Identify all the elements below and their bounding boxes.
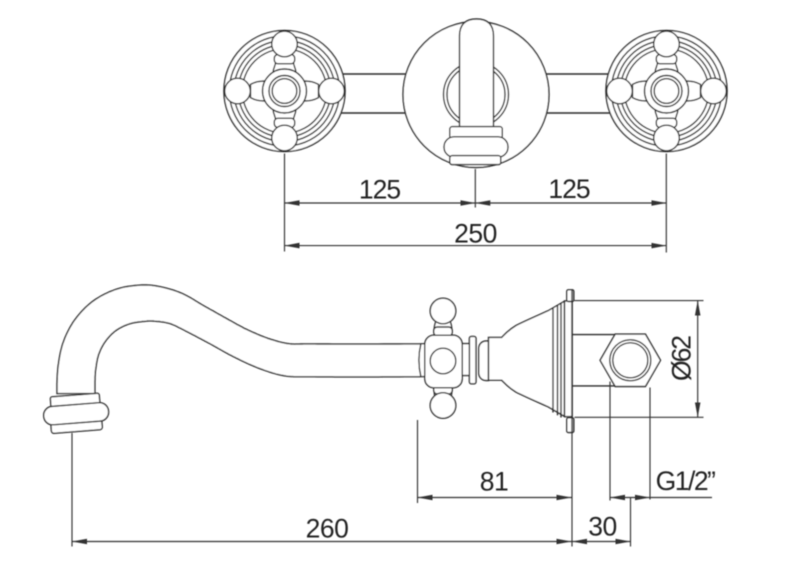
svg-text:125: 125 xyxy=(548,174,589,204)
svg-text:125: 125 xyxy=(359,175,400,205)
svg-text:30: 30 xyxy=(588,512,616,542)
svg-text:Ø62: Ø62 xyxy=(667,336,697,381)
svg-text:260: 260 xyxy=(306,514,349,544)
svg-text:81: 81 xyxy=(480,467,508,497)
svg-text:250: 250 xyxy=(454,219,497,249)
svg-text:G1/2”: G1/2” xyxy=(656,466,715,496)
